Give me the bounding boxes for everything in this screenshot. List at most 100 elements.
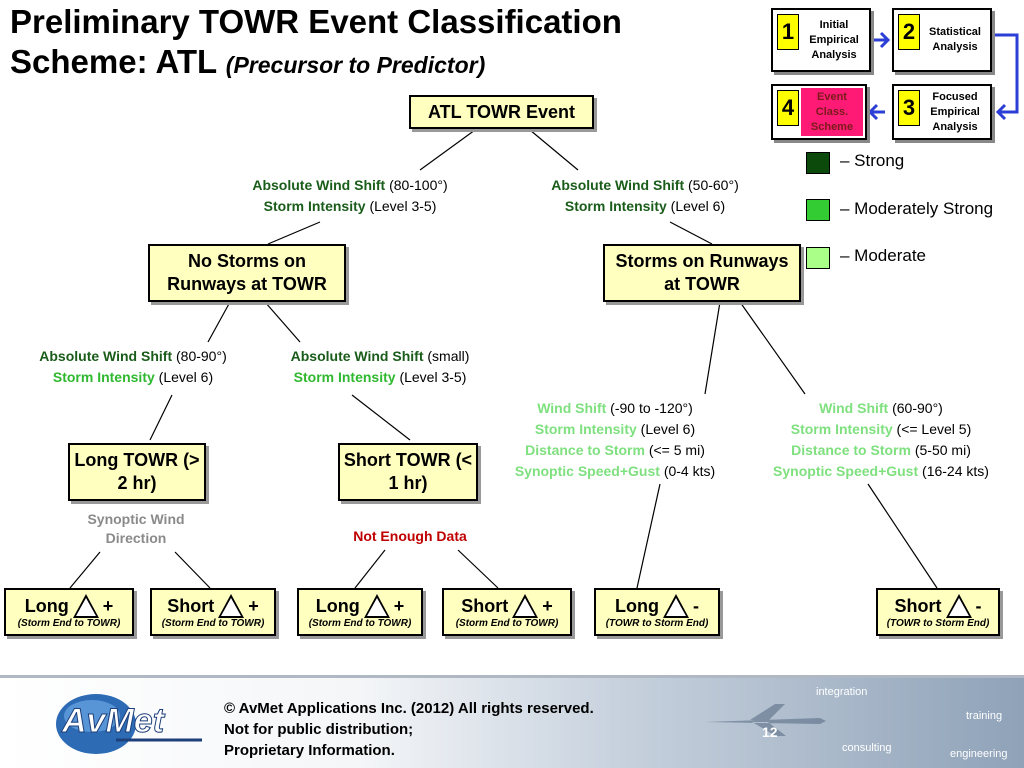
footer-banner xyxy=(0,675,1024,768)
not-enough-data-note: Not Enough Data xyxy=(353,528,467,544)
condition-short-towr: Absolute Wind Shift (small) Storm Intens… xyxy=(262,346,498,388)
condition-storms: Absolute Wind Shift (50-60°) Storm Inten… xyxy=(495,175,795,217)
condition-value: (60-90°) xyxy=(892,400,943,416)
no-storms-node: No Storms on Runways at TOWR xyxy=(148,244,346,302)
page-title: Preliminary TOWR Event Classification Sc… xyxy=(10,2,770,85)
process-step-3-number: 3 xyxy=(898,90,920,126)
copyright-line: © AvMet Applications Inc. (2012) All rig… xyxy=(224,700,594,717)
footer-word-engineering: engineering xyxy=(950,748,1008,760)
root-node-label: ATL TOWR Event xyxy=(427,101,575,122)
process-step-3: 3 Focused Empirical Analysis xyxy=(892,84,992,140)
footer-divider xyxy=(0,675,1024,678)
legend-label-moderately-strong: – Moderately Strong xyxy=(840,199,994,218)
long-towr-node: Long TOWR (> 2 hr) xyxy=(68,443,206,501)
condition-value: (80-90°) xyxy=(176,348,227,364)
leaf-short-minus: Short - (TOWR to Storm End) xyxy=(876,588,1000,636)
storms-node: Storms on Runways at TOWR xyxy=(603,244,801,302)
footer-word-training: training xyxy=(966,710,1003,722)
process-step-4-number: 4 xyxy=(777,90,799,126)
legend-swatch-moderately-strong xyxy=(806,199,830,221)
leaf-note: (Storm End to TOWR) xyxy=(17,618,121,629)
leaf-word: Long xyxy=(315,595,360,616)
delta-icon xyxy=(363,594,390,618)
process-step-3-label: Focused Empirical Analysis xyxy=(930,90,980,133)
copyright-notice: © AvMet Applications Inc. (2012) All rig… xyxy=(224,698,594,761)
leaf-short-plus-1: Short + (Storm End to TOWR) xyxy=(150,588,276,636)
condition-long-towr: Absolute Wind Shift (80-90°) Storm Inten… xyxy=(2,346,264,388)
proprietary-line: Proprietary Information. xyxy=(224,742,395,759)
condition-value: (16-24 kts) xyxy=(922,463,989,479)
leaf-note: (TOWR to Storm End) xyxy=(605,618,709,629)
title-line-1: Preliminary TOWR Event Classification xyxy=(10,3,622,40)
leaf-sign: - xyxy=(692,595,699,616)
leaf-short-plus-2: Short+ (Storm End to TOWR) xyxy=(442,588,572,636)
condition-value: (Level 6) xyxy=(158,369,214,385)
condition-value: (80-100°) xyxy=(389,177,448,193)
process-step-2: 2 Statistical Analysis xyxy=(892,8,992,72)
leaf-note: (Storm End to TOWR) xyxy=(455,618,559,629)
condition-term: Absolute Wind Shift xyxy=(39,348,173,364)
legend-swatch-moderate xyxy=(806,247,830,269)
leaf-sign: + xyxy=(542,595,553,616)
condition-value: (Level 6) xyxy=(670,198,726,214)
condition-term: Storm Intensity xyxy=(263,198,366,214)
condition-term: Storm Intensity xyxy=(564,198,667,214)
condition-value: (<= 5 mi) xyxy=(648,442,705,458)
condition-value: (Level 3-5) xyxy=(369,198,437,214)
delta-icon xyxy=(218,594,245,618)
condition-value: (0-4 kts) xyxy=(663,463,716,479)
long-towr-label: Long TOWR (> 2 hr) xyxy=(74,450,200,493)
leaf-sign: + xyxy=(393,595,405,616)
storms-label: Storms on Runways at TOWR xyxy=(615,251,789,294)
condition-term: Storm Intensity xyxy=(534,421,637,437)
condition-value: (Level 6) xyxy=(640,421,696,437)
condition-term: Distance to Storm xyxy=(791,442,911,458)
synoptic-wind-note: Synoptic Wind Direction xyxy=(87,511,185,546)
footer-word-consulting: consulting xyxy=(842,742,892,754)
leaf-long-plus-2: Long + (Storm End to TOWR) xyxy=(297,588,423,636)
avmet-logo: AvMet xyxy=(46,688,206,758)
condition-term: Storm Intensity xyxy=(293,369,396,385)
distribution-line: Not for public distribution; xyxy=(224,721,414,738)
leaf-sign: + xyxy=(248,595,259,616)
condition-storms-short: Wind Shift (60-90°) Storm Intensity (<= … xyxy=(745,398,1017,482)
leaf-note: (Storm End to TOWR) xyxy=(308,618,412,629)
avmet-logo-text: AvMet xyxy=(61,702,165,741)
leaf-long-minus: Long - (TOWR to Storm End) xyxy=(594,588,720,636)
legend-swatch-strong xyxy=(806,152,830,174)
condition-value: (small) xyxy=(427,348,470,364)
condition-value: (<= Level 5) xyxy=(896,421,972,437)
process-step-1-number: 1 xyxy=(777,14,799,50)
root-node: ATL TOWR Event xyxy=(409,95,594,129)
leaf-word: Short xyxy=(167,595,215,616)
leaf-sign: - xyxy=(975,595,982,616)
delta-icon xyxy=(512,594,539,618)
delta-icon xyxy=(662,594,689,618)
condition-term: Wind Shift xyxy=(819,400,889,416)
leaf-sign: + xyxy=(102,595,114,616)
short-towr-label: Short TOWR (< 1 hr) xyxy=(343,450,473,493)
process-step-2-number: 2 xyxy=(898,14,920,50)
leaf-long-plus-1: Long + (Storm End to TOWR) xyxy=(4,588,134,636)
condition-storms-long: Wind Shift (-90 to -120°) Storm Intensit… xyxy=(490,398,740,482)
process-step-1-label: Initial Empirical Analysis xyxy=(809,18,859,61)
condition-term: Synoptic Speed+Gust xyxy=(773,463,919,479)
delta-icon xyxy=(945,594,972,618)
footer-word-integration: integration xyxy=(816,686,868,698)
condition-term: Absolute Wind Shift xyxy=(290,348,424,364)
leaf-word: Short xyxy=(894,595,942,616)
page-number: 12 xyxy=(762,724,778,740)
process-step-4-label: Event Class. Scheme xyxy=(801,88,863,136)
condition-value: (Level 3-5) xyxy=(399,369,467,385)
leaf-word: Long xyxy=(24,595,69,616)
condition-no-storms: Absolute Wind Shift (80-100°) Storm Inte… xyxy=(200,175,500,217)
process-step-1: 1 Initial Empirical Analysis xyxy=(771,8,871,72)
condition-term: Storm Intensity xyxy=(52,369,155,385)
leaf-word: Long xyxy=(615,595,659,616)
process-step-4: 4 Event Class. Scheme xyxy=(771,84,867,140)
leaf-note: (Storm End to TOWR) xyxy=(161,618,265,629)
title-line-2: Scheme: ATL (Precursor to Predictor) xyxy=(10,42,770,85)
process-step-2-label: Statistical Analysis xyxy=(929,26,981,53)
leaf-note: (TOWR to Storm End) xyxy=(886,618,990,629)
condition-value: (-90 to -120°) xyxy=(610,400,693,416)
